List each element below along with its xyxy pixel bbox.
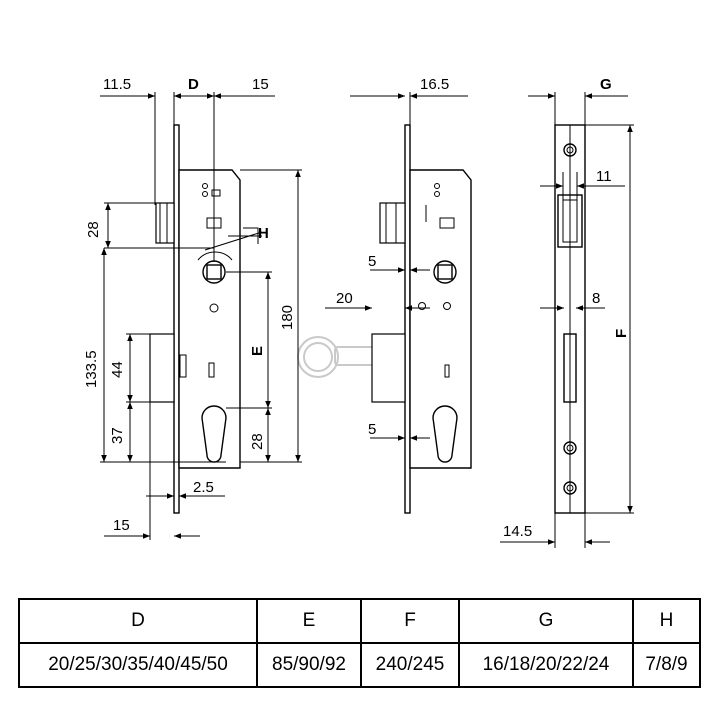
spec-header-g: G [458, 598, 634, 644]
dim-latch-step: 5 [368, 253, 376, 270]
technical-drawing: 11.5 D 15 28 133.5 44 37 2.5 15 180 [83, 76, 634, 548]
middle-view: 16.5 5 20 5 [325, 76, 472, 514]
spec-value-h: 7/8/9 [632, 642, 701, 688]
spec-header-f: F [360, 598, 460, 644]
spec-header-h: H [632, 598, 701, 644]
dim-bolt-projection: 15 [113, 517, 130, 534]
spec-table: D E F G H 20/25/30/35/40/45/50 85/90/92 … [18, 598, 701, 688]
dim-bolt-offset: 20 [336, 290, 353, 307]
dim-faceplate-thickness: 2.5 [193, 479, 214, 496]
left-cylinder-hole [201, 405, 227, 463]
middle-faceplate [404, 124, 411, 514]
spec-header-d: D [18, 598, 258, 644]
dim-faceplate-offset: 15 [252, 76, 269, 93]
dim-bolt-step: 5 [368, 421, 376, 438]
middle-latch-bolt [379, 202, 406, 244]
left-deadbolt [149, 333, 175, 403]
right-latch-cutout [557, 194, 583, 248]
dim-cylinder-below: 28 [249, 433, 266, 450]
left-latch-bolt [155, 202, 175, 244]
spec-value-f: 240/245 [360, 642, 460, 688]
left-case [178, 169, 241, 469]
dim-backset-offset: 11.5 [103, 76, 131, 93]
dim-latch-height: 28 [85, 221, 102, 238]
middle-deadbolt [371, 333, 406, 403]
dim-top-offset: 16.5 [420, 76, 449, 93]
dim-height: 180 [279, 305, 296, 330]
dim-latch-width: 11 [596, 168, 612, 185]
spec-header-e: E [256, 598, 362, 644]
spec-value-d: 20/25/30/35/40/45/50 [18, 642, 258, 688]
right-view: G 11 8 F 14.5 [500, 76, 634, 548]
spec-value-row: 20/25/30/35/40/45/50 85/90/92 240/245 16… [18, 642, 701, 688]
left-view: 11.5 D 15 28 133.5 44 37 2.5 15 180 [83, 76, 302, 540]
dim-faceplate-width: G [600, 76, 612, 93]
dim-faceplate-length: F [613, 329, 630, 338]
right-bolt-cutout [563, 333, 577, 403]
dim-bottom-width: 14.5 [503, 523, 532, 540]
dim-bolt-width: 8 [592, 290, 600, 307]
dim-backset: D [188, 76, 199, 93]
left-faceplate [173, 124, 180, 514]
spec-value-g: 16/18/20/22/24 [458, 642, 634, 688]
middle-case [409, 169, 472, 469]
dim-deadbolt-height: 44 [109, 361, 126, 378]
spec-header-row: D E F G H [18, 598, 701, 644]
dim-cylinder-to-bottom: 37 [109, 427, 126, 444]
dim-center-distance: E [249, 346, 266, 356]
spec-value-e: 85/90/92 [256, 642, 362, 688]
middle-follower [433, 260, 457, 284]
middle-cylinder-hole [432, 405, 458, 463]
dim-latch-to-cylinder: 133.5 [83, 350, 100, 388]
dim-handle-angle: H [258, 225, 269, 242]
